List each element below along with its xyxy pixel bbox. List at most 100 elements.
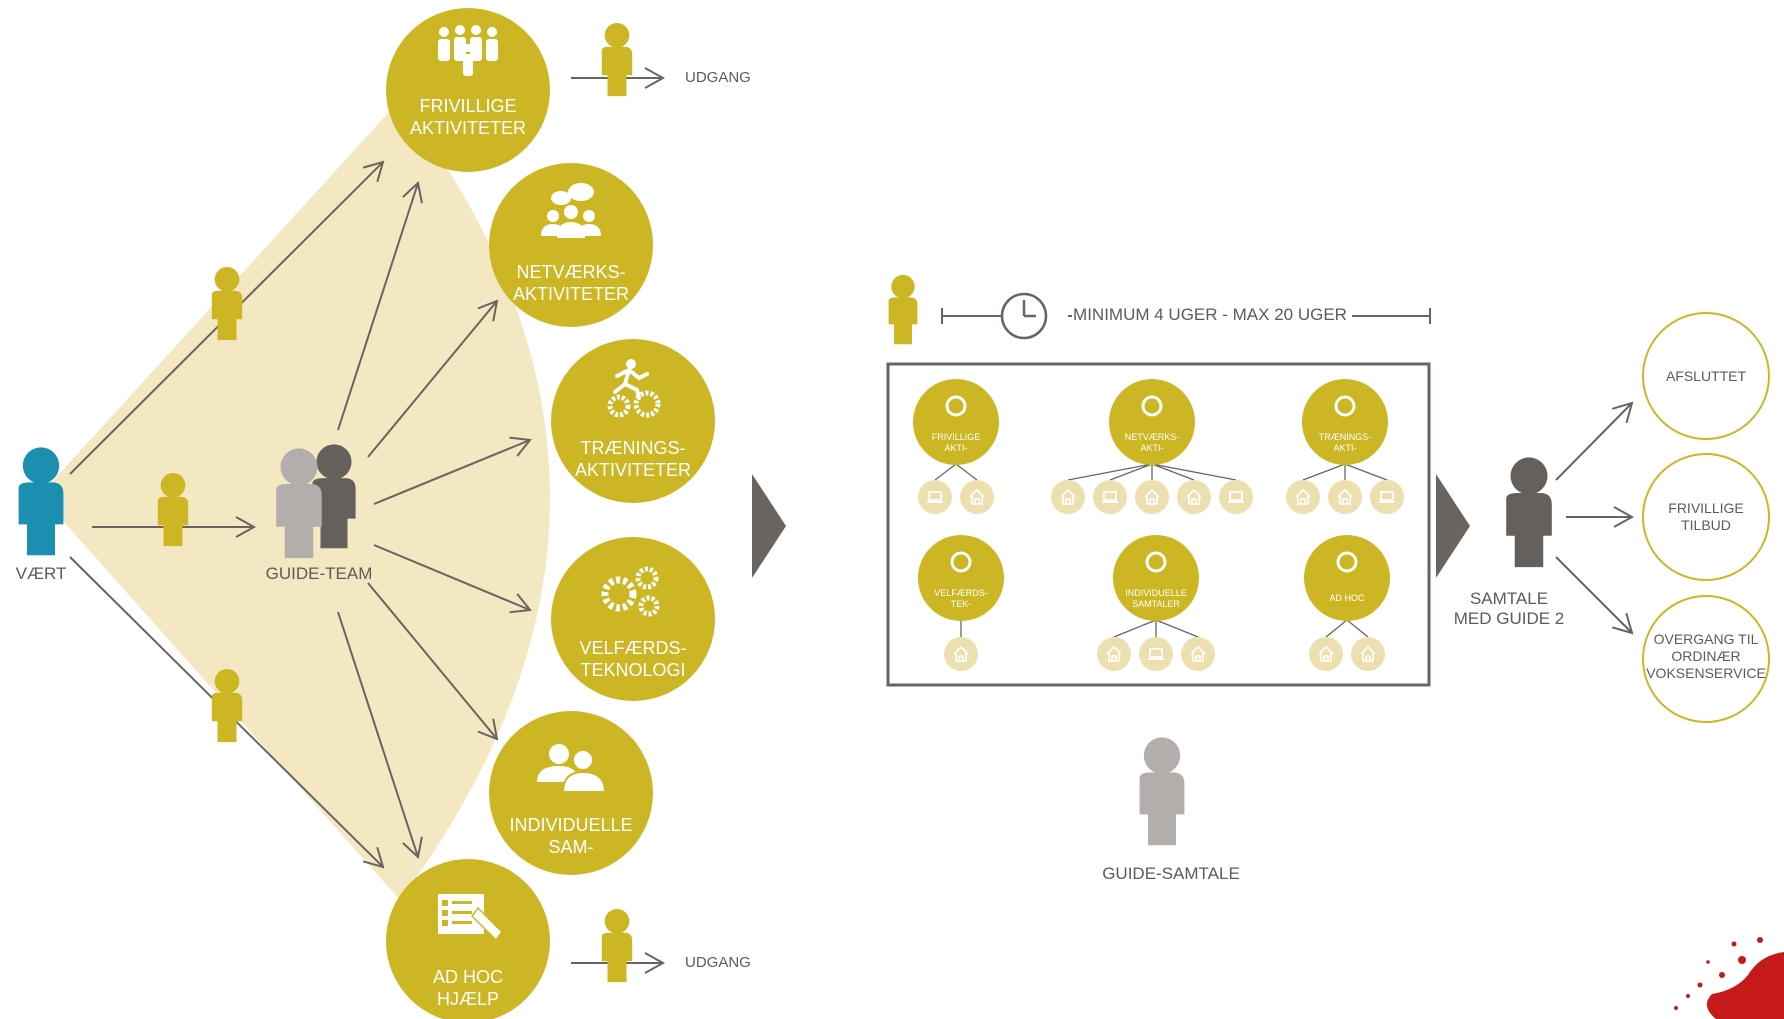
gears-icon (601, 566, 660, 617)
arrow-outcome-1 (1555, 401, 1634, 481)
checklist-icon (1336, 551, 1358, 573)
flow-triangle (1436, 474, 1470, 578)
duration-bar (941, 308, 1431, 324)
left-activities (386, 8, 715, 1019)
child-circle (1286, 480, 1320, 514)
two-people-icon (1145, 551, 1167, 573)
outcome-circle-overgang (1642, 595, 1770, 723)
tree-connector (955, 463, 978, 481)
arrow-team-1 (337, 181, 423, 431)
tree-connector (1109, 463, 1153, 481)
tree-connector (1155, 619, 1199, 638)
host-person-icon (18, 447, 64, 556)
group-icon (438, 25, 498, 76)
duration-label: MINIMUM 4 UGER - MAX 20 UGER (1073, 305, 1347, 324)
activity-label-netvaerks: NETVÆRKS-AKTIVITETER (512, 262, 630, 304)
tree-connector (1302, 463, 1346, 481)
activity-circle-velfaerds (551, 537, 715, 701)
runner-gears-icon (1334, 395, 1356, 417)
child-circle (1093, 480, 1127, 514)
exit-label-top: UDGANG (685, 69, 751, 86)
exit-person-icon (601, 22, 633, 97)
box-label-traenings: TRÆNINGS-AKTI- (1318, 432, 1372, 453)
child-circle (944, 637, 978, 671)
group-icon (945, 395, 967, 417)
arrow-team-5 (367, 582, 499, 741)
box-activity-circle (1304, 535, 1390, 621)
activity-box (886, 362, 1431, 687)
guide-talk-label: GUIDE-SAMTALE (1102, 864, 1240, 883)
outcome-label-afsluttet: AFSLUTTET (1665, 368, 1747, 384)
red-splatter-decoration (1674, 937, 1784, 1019)
box-label-netvaerks: NETVÆRKS-AKTI- (1124, 432, 1180, 453)
arrow-team-2 (367, 299, 499, 458)
child-circle (1051, 480, 1085, 514)
flow-triangle (752, 474, 786, 578)
arrow-team-4 (373, 544, 532, 614)
activity-circle-adhoc (386, 859, 550, 1019)
activity-circle-netvaerks (489, 163, 653, 327)
box-label-adhoc: AD HOC (1329, 593, 1365, 603)
child-circle (1135, 480, 1169, 514)
child-circle (1328, 480, 1362, 514)
chat-group-icon (1141, 395, 1163, 417)
child-circle (918, 480, 952, 514)
activity-label-traenings: TRÆNINGS-AKTIVITETER (574, 438, 692, 480)
guide-talk-person-icon (1139, 737, 1185, 846)
participant-person-icon (888, 274, 918, 345)
outcome-circle-afsluttet (1642, 312, 1770, 440)
arrow-outcome-3 (1555, 556, 1634, 635)
box-label-velfaerds: VELFÆRDS-TEK- (934, 588, 988, 609)
gears-icon (950, 551, 972, 573)
tree-connector (1151, 463, 1237, 481)
activity-circle-traenings (551, 339, 715, 503)
box-activity-circle (1302, 379, 1388, 465)
arrow-team-3 (373, 436, 532, 505)
child-circle (1097, 637, 1131, 671)
walker-person-icon (211, 668, 243, 743)
exit-label-bottom: UDGANG (685, 954, 751, 971)
box-activity-circle (918, 535, 1004, 621)
exit-person-icon (601, 908, 633, 983)
left-arrows (69, 67, 666, 974)
guide-team-label: GUIDE-TEAM (265, 564, 373, 583)
two-people-icon (537, 744, 607, 793)
box-activity-trees (913, 379, 1404, 671)
tree-connector (1151, 463, 1195, 481)
outcome-circle-frivillige-tilbud (1642, 453, 1770, 581)
tree-connector (1325, 619, 1348, 638)
runner-gears-icon (607, 359, 661, 418)
child-circle (1309, 637, 1343, 671)
child-circle (1177, 480, 1211, 514)
child-circle (1219, 480, 1253, 514)
box-activity-circle (913, 379, 999, 465)
child-circle (960, 480, 994, 514)
tree-connector (1067, 463, 1153, 481)
activity-label-velfaerds: VELFÆRDS-TEKNOLOGI (579, 638, 687, 680)
arrow-team-6 (337, 611, 423, 859)
chat-group-icon (541, 183, 601, 238)
activity-circle-frivillige (386, 8, 550, 172)
child-circle (1370, 480, 1404, 514)
guide2-person-icon (1506, 457, 1552, 568)
child-circle (1351, 637, 1385, 671)
tree-connector (934, 463, 957, 481)
child-circle (1181, 637, 1215, 671)
clock-icon (1000, 292, 1048, 340)
child-circle (1139, 637, 1173, 671)
tree-connector (1344, 463, 1388, 481)
tree-connector (1346, 619, 1369, 638)
box-activity-circle (1109, 379, 1195, 465)
host-label: VÆRT (15, 564, 67, 583)
checklist-icon (438, 894, 503, 942)
tree-connector (1113, 619, 1157, 638)
